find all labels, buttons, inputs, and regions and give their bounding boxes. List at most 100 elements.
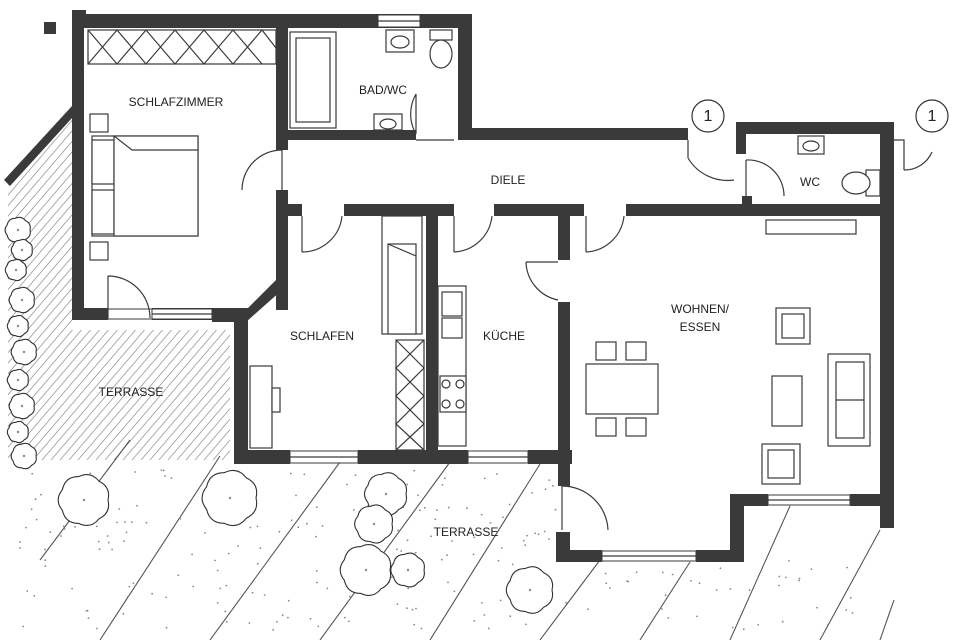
speckle-dot — [778, 584, 780, 587]
speckle-dot — [473, 620, 476, 622]
speckle-dot — [446, 554, 448, 557]
speckle-dot — [667, 617, 670, 619]
speckle-dot — [25, 526, 27, 529]
speckle-dot — [34, 498, 37, 501]
speckle-dot — [715, 589, 718, 591]
speckle-dot — [502, 516, 504, 519]
speckle-dot — [160, 469, 163, 471]
speckle-dot — [249, 526, 252, 529]
speckle-dot — [87, 617, 90, 620]
speckle-dot — [60, 535, 62, 537]
speckle-dot — [216, 569, 219, 572]
speckle-dot — [526, 534, 528, 537]
speckle-dot — [407, 587, 410, 590]
speckle-dot — [128, 585, 131, 588]
speckle-dot — [317, 625, 320, 628]
deck-line — [639, 561, 691, 640]
bush — [6, 314, 29, 338]
speckle-dot — [690, 580, 692, 582]
speckle-dot — [785, 576, 787, 579]
bush — [4, 216, 31, 244]
speckle-dot — [309, 617, 312, 620]
deck-line — [729, 505, 791, 640]
speckle-dot — [315, 570, 318, 572]
speckle-dot — [348, 595, 351, 598]
speckle-dot — [256, 562, 259, 565]
speckle-dot — [552, 485, 554, 487]
speckle-dot — [49, 531, 52, 534]
speckle-dot — [778, 575, 781, 578]
hatch-line — [8, 110, 10, 460]
speckle-dot — [204, 532, 206, 534]
hatch-line — [8, 110, 109, 460]
speckle-dot — [731, 626, 734, 629]
speckle-dot — [396, 603, 399, 605]
speckle-dot — [44, 548, 46, 551]
furniture — [87, 29, 881, 485]
speckle-dot — [798, 577, 801, 580]
speckle-dot — [216, 602, 219, 604]
speckle-dot — [480, 513, 483, 516]
speckle-dot — [415, 607, 417, 610]
speckle-dot — [111, 548, 113, 551]
speckle-dot — [396, 548, 398, 551]
speckle-dot — [548, 479, 551, 481]
terrace-speckle — [19, 469, 854, 631]
speckle-dot — [124, 521, 126, 523]
speckle-dot — [40, 493, 42, 496]
speckle-dot — [440, 558, 443, 561]
speckle-dot — [604, 572, 607, 575]
speckle-dot — [413, 469, 416, 472]
hatch-line — [8, 110, 118, 460]
speckle-dot — [26, 590, 29, 592]
speckle-dot — [89, 472, 92, 475]
deck-line — [879, 599, 895, 640]
speckle-dot — [757, 624, 760, 626]
speckle-dot — [85, 610, 88, 612]
speckle-dot — [130, 521, 133, 523]
speckle-dot — [214, 559, 216, 562]
speckle-dot — [98, 548, 101, 551]
speckle-dot — [661, 608, 663, 610]
room-label-diele: DIELE — [491, 173, 526, 187]
hatch-line — [429, 110, 729, 460]
speckle-dot — [107, 541, 110, 544]
speckle-dot — [664, 594, 667, 597]
speckle-dot — [497, 559, 500, 562]
bush — [201, 469, 258, 527]
speckle-dot — [306, 522, 308, 525]
speckle-dot — [748, 589, 751, 592]
speckle-dot — [192, 585, 195, 588]
speckle-dot — [444, 477, 446, 480]
speckle-dot — [537, 533, 540, 536]
speckle-dot — [19, 547, 21, 549]
hatch-line — [149, 110, 230, 460]
walls — [4, 10, 894, 562]
hatch-line — [321, 110, 621, 460]
speckle-dot — [729, 588, 732, 590]
speckle-dot — [126, 596, 129, 598]
speckle-dot — [74, 526, 76, 528]
speckle-dot — [845, 609, 848, 611]
speckle-dot — [698, 582, 701, 585]
speckle-dot — [145, 521, 148, 524]
speckle-dot — [522, 539, 525, 542]
speckle-dot — [661, 571, 664, 574]
room-label-schlafen: SCHLAFEN — [290, 329, 354, 343]
speckle-dot — [30, 508, 33, 511]
bush — [339, 543, 392, 597]
speckle-dot — [441, 484, 444, 486]
speckle-dot — [696, 615, 698, 618]
speckle-dot — [62, 525, 65, 528]
speckle-dot — [136, 504, 138, 507]
speckle-dot — [321, 525, 324, 527]
speckle-dot — [344, 616, 346, 619]
speckle-dot — [97, 540, 100, 543]
bush — [10, 238, 33, 262]
speckle-dot — [272, 628, 275, 631]
speckle-dot — [179, 517, 182, 520]
hatch-line — [86, 110, 230, 460]
speckle-dot — [511, 563, 514, 566]
speckle-dot — [436, 509, 438, 511]
